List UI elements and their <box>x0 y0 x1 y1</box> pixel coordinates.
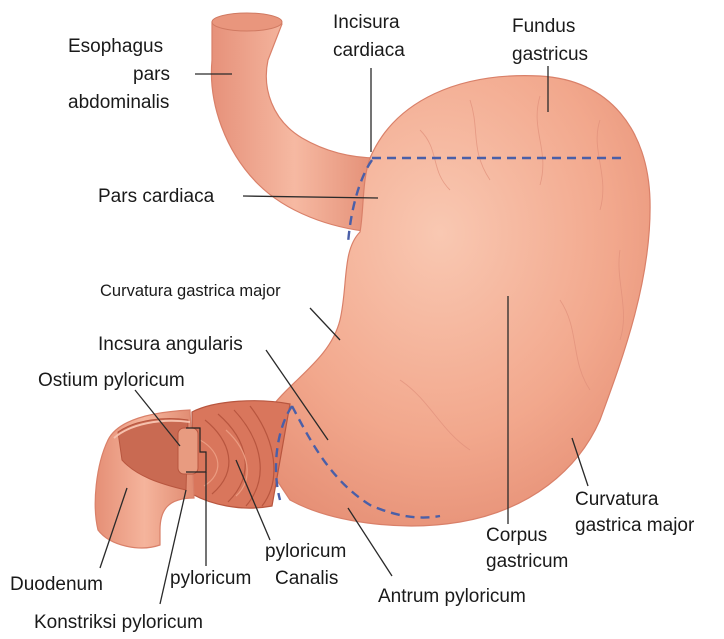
label-pyloricum-canalis-1: pyloricum <box>265 541 346 562</box>
label-incsura-angularis: Incsura angularis <box>98 334 243 355</box>
label-incisura-cardiaca-1: Incisura <box>333 12 400 33</box>
label-pyloricum-canalis-2: Canalis <box>275 568 338 589</box>
label-curvatura-right-1: Curvatura <box>575 489 659 510</box>
label-esophagus-1: Esophagus <box>68 36 163 57</box>
stomach-body <box>268 76 650 526</box>
label-esophagus-2: pars <box>133 64 170 85</box>
label-curvatura-right-2: gastrica major <box>575 515 695 536</box>
label-duodenum: Duodenum <box>10 574 103 595</box>
label-corpus-2: gastricum <box>486 551 568 572</box>
label-esophagus-3: abdominalis <box>68 92 169 113</box>
esophagus-opening <box>212 13 282 31</box>
label-fundus-1: Fundus <box>512 16 575 37</box>
pyloric-sphincter <box>178 428 198 474</box>
pyloric-canal-section <box>192 401 290 508</box>
label-konstriksi: Konstriksi pyloricum <box>34 612 203 633</box>
label-curvatura-upper: Curvatura gastrica major <box>100 282 281 300</box>
label-incisura-cardiaca-2: cardiaca <box>333 40 405 61</box>
label-pars-cardiaca: Pars cardiaca <box>98 186 215 207</box>
label-fundus-2: gastricus <box>512 44 588 65</box>
label-corpus-1: Corpus <box>486 525 547 546</box>
label-antrum: Antrum pyloricum <box>378 586 526 607</box>
label-ostium-pyloricum: Ostium pyloricum <box>38 370 185 391</box>
label-pyloricum: pyloricum <box>170 568 251 589</box>
